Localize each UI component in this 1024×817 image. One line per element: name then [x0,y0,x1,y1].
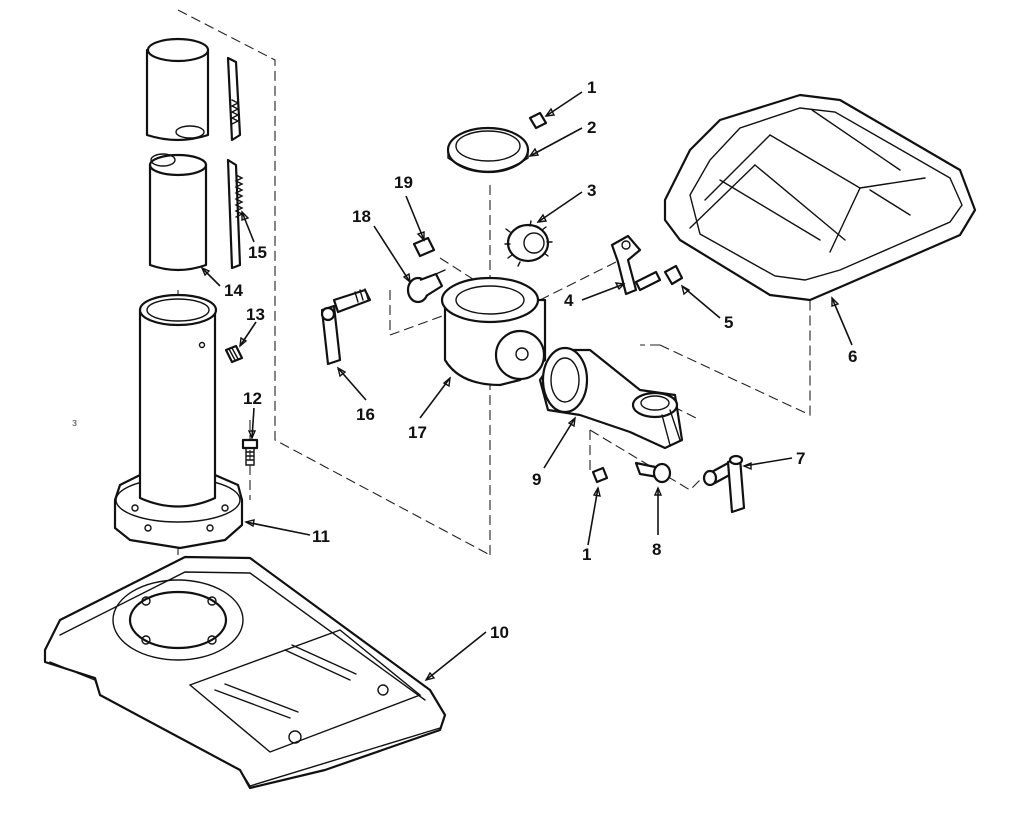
callout-17: 17 [408,423,427,442]
lock-handle-7 [702,454,746,514]
callout-3: 3 [587,181,596,200]
table-arm-9 [538,346,684,450]
callout-14: 14 [224,281,243,300]
callout-2: 2 [587,118,596,137]
callout-19: 19 [394,173,413,192]
screw-5 [663,264,684,286]
callout-16: 16 [356,405,375,424]
callout-10: 10 [490,623,509,642]
bolt-8 [634,461,672,484]
crank-handle-4 [610,234,662,296]
callout-1-top: 1 [587,78,596,97]
column-with-flange [113,293,244,550]
callout-15: 15 [248,243,267,262]
lock-handle-16 [320,288,372,366]
callout-labels: 1 2 3 4 5 6 7 8 9 1 10 11 12 13 14 15 16… [72,78,857,642]
callout-leaders [200,91,853,682]
callout-5: 5 [724,313,733,332]
collar-ring [446,126,530,174]
callout-12: 12 [243,389,262,408]
column-racks [226,56,244,270]
callout-6: 6 [848,347,857,366]
pinion-gear [504,220,553,267]
callout-11: 11 [312,527,330,546]
set-screw-1-bottom [591,466,609,484]
callout-7: 7 [796,449,805,468]
callout-13: 13 [246,305,265,324]
callout-9: 9 [532,470,541,489]
callout-8: 8 [652,540,661,559]
set-screw-13 [224,344,244,364]
callout-4: 4 [564,291,574,310]
work-table-6 [663,93,977,302]
callout-18: 18 [352,207,371,226]
stray-mark: з [72,417,77,429]
bolt-12 [241,438,259,466]
support-bracket-17 [440,276,547,387]
base-plate [43,555,447,790]
bushing-18 [406,269,446,304]
callout-1-bottom: 1 [582,545,591,564]
set-screw-1-top [528,111,548,130]
column-sleeves [145,37,210,272]
